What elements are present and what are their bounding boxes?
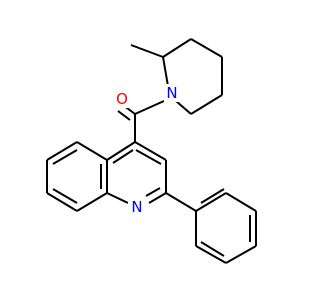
bond-b-2-inner: [52, 149, 78, 165]
atom-piperidine-nitrogen: N: [164, 84, 181, 102]
bond-to-phenyl: [165, 192, 197, 212]
bond-q-6: [106, 141, 136, 161]
bond-b-1: [76, 141, 108, 161]
bond-ph-5-inner: [200, 241, 225, 257]
bond-pip-6: [162, 56, 169, 87]
bond-ph-1: [195, 192, 227, 212]
quinoline-pyridine-ring: [106, 141, 167, 204]
bond-pip-2: [190, 38, 223, 58]
bond-amide-n-c: [134, 100, 165, 115]
bond-pip-4: [190, 94, 223, 115]
molecule-canvas: O N N: [46, 38, 257, 264]
atom-oxygen: O: [113, 90, 130, 108]
bond-pip-1: [162, 38, 192, 58]
bond-q-6-inner: [112, 149, 134, 164]
atom-quinoline-nitrogen: N: [128, 198, 146, 216]
bond-b-5: [76, 192, 108, 212]
bond-ph-1-inner: [200, 188, 225, 204]
quinoline-benzo-ring: [46, 141, 108, 212]
bond-ph-5: [195, 245, 227, 264]
atom-label-quinoline-nitrogen: N: [131, 198, 142, 216]
structure-diagram: O N N: [46, 38, 257, 264]
bond-q-4: [106, 192, 129, 204]
bond-b-4-inner: [52, 188, 78, 204]
atom-label-oxygen: O: [116, 90, 128, 108]
bond-b-2: [46, 141, 78, 161]
bond-q-1: [134, 141, 167, 161]
bond-pip-5: [175, 100, 192, 115]
piperidine-ring: [162, 38, 223, 115]
atom-label-piperidine-nitrogen: N: [166, 84, 177, 102]
bond-ph-4: [225, 245, 257, 264]
bond-q-3-inner: [145, 187, 161, 197]
bond-ph-2: [225, 192, 257, 212]
bond-q-1-inner: [135, 149, 162, 165]
bond-q-3: [148, 192, 167, 204]
phenyl-ring: [195, 188, 257, 264]
bond-b-4: [46, 192, 78, 212]
bond-methyl: [130, 44, 164, 58]
bond-carbonyl-b: [117, 110, 131, 121]
